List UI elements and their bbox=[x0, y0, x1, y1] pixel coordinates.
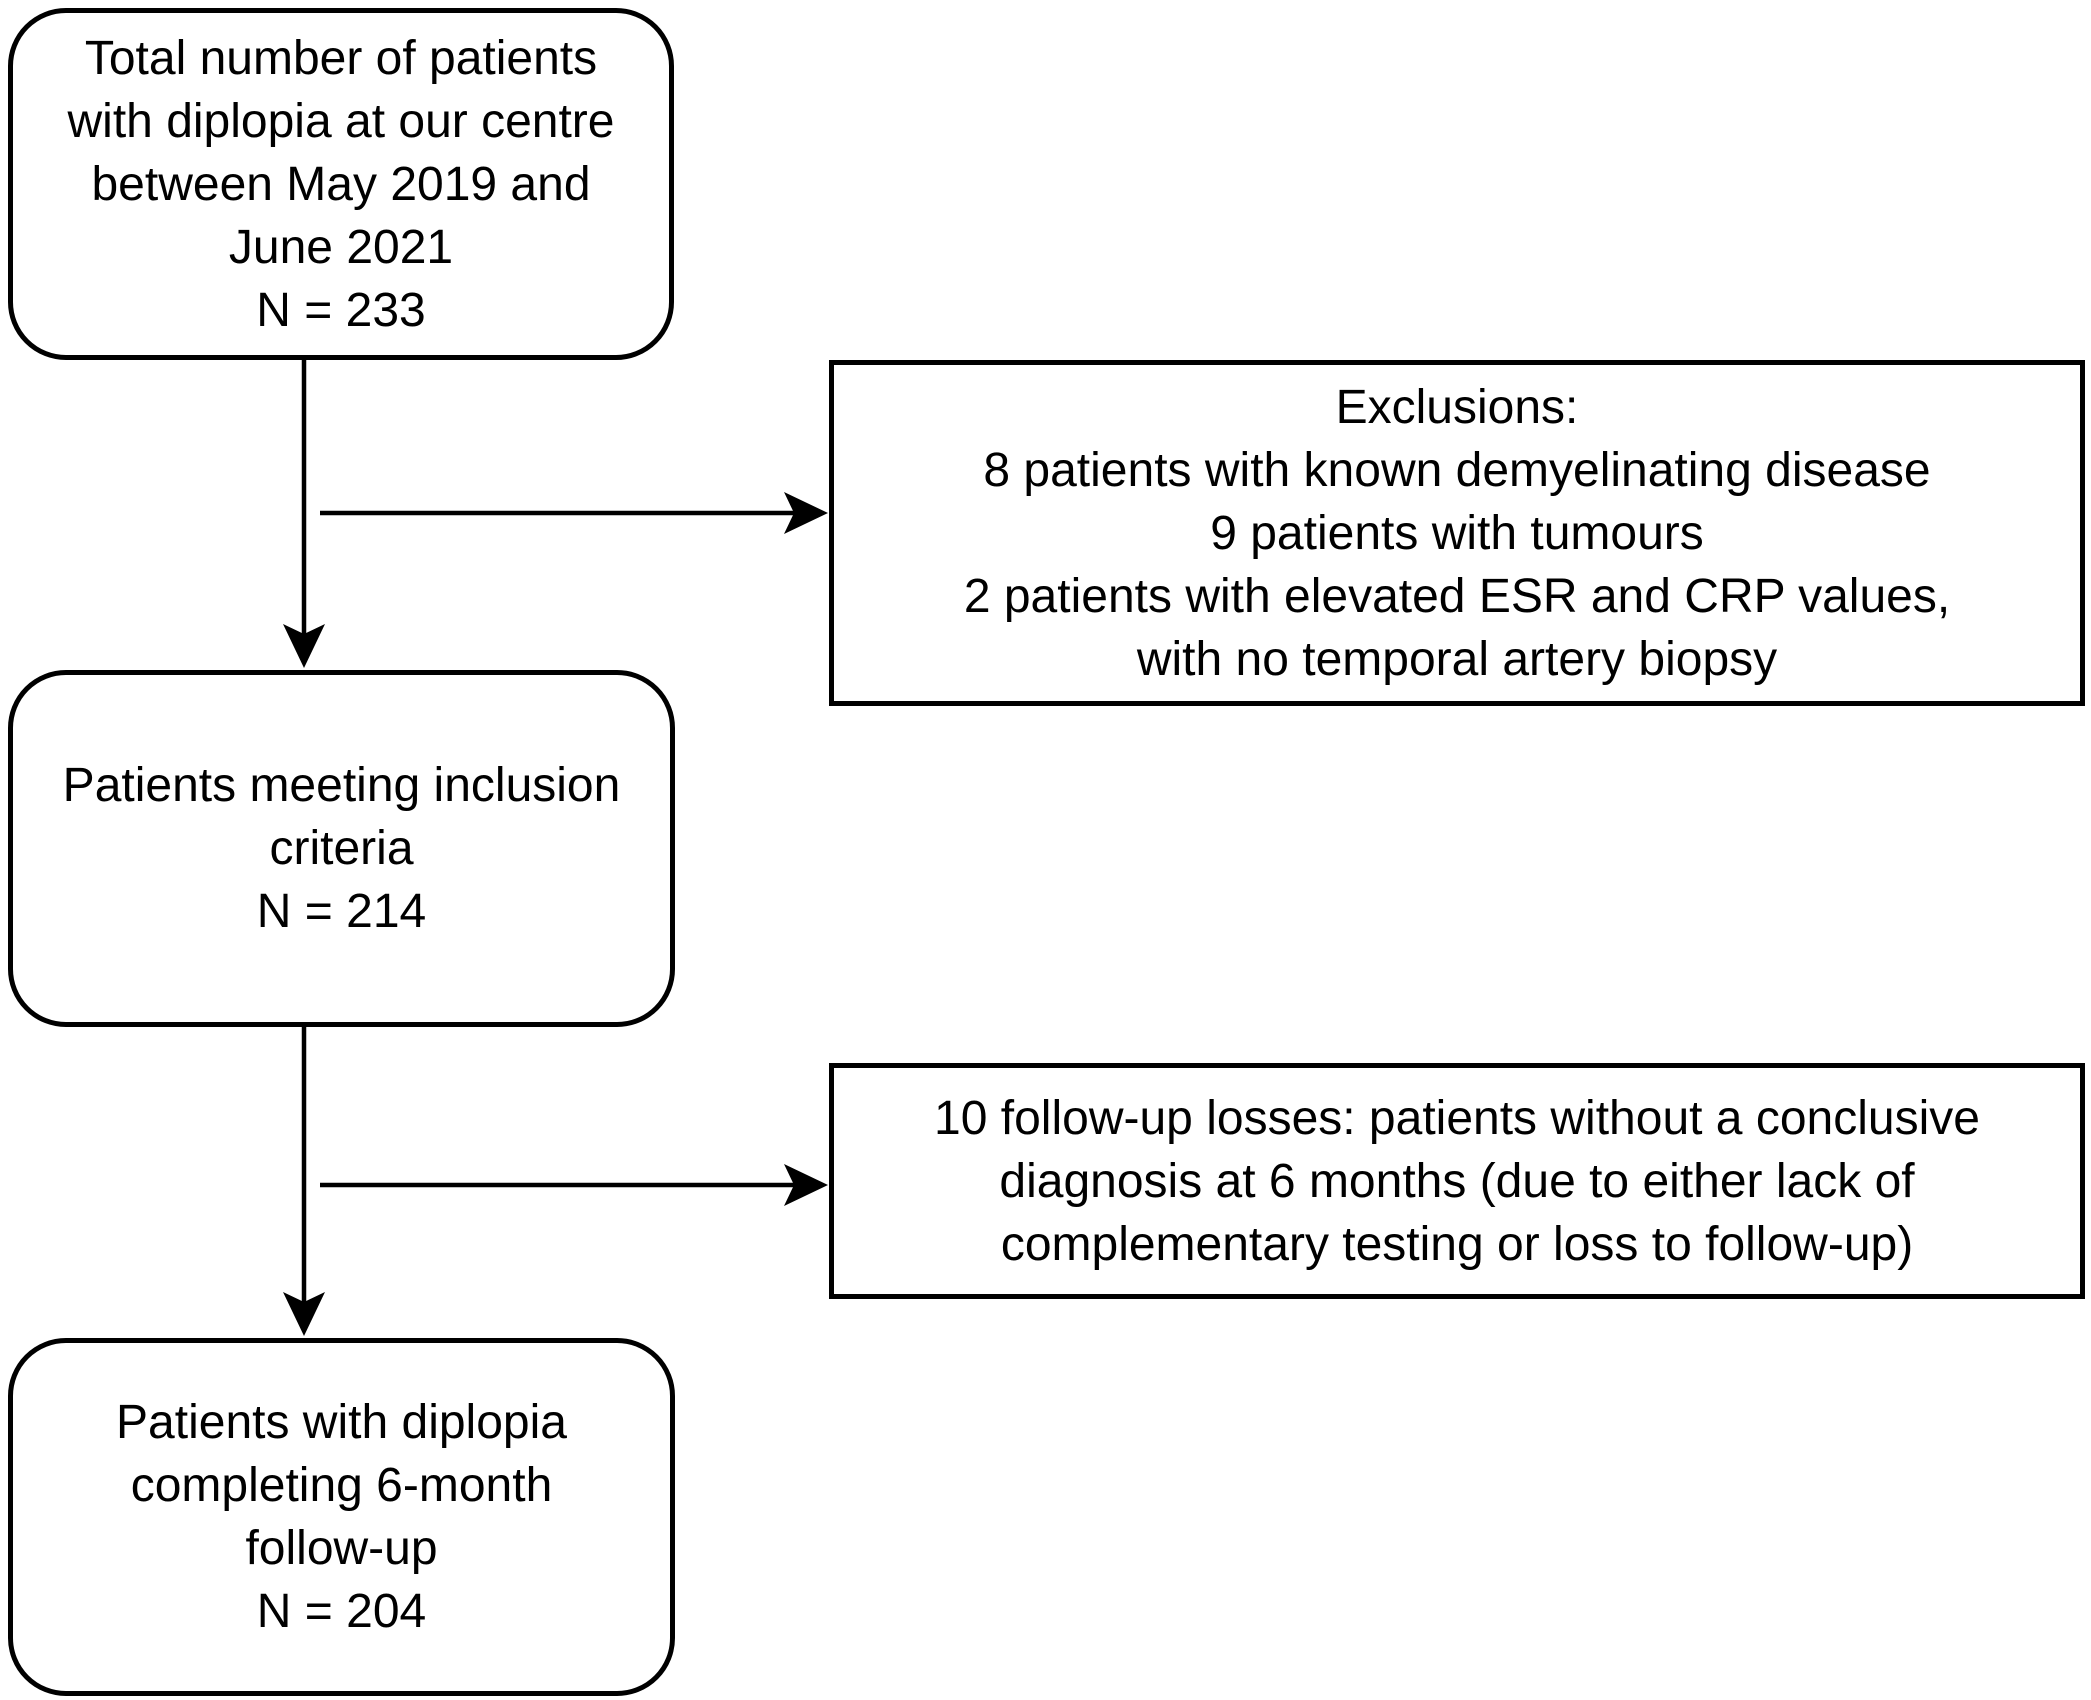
node-total-patients-line: Total number of patients bbox=[84, 31, 598, 85]
node-total-patients-line: between May 2019 and bbox=[91, 157, 591, 211]
node-completed-followup-line: completing 6-month bbox=[130, 1459, 553, 1512]
node-exclusions: Exclusions: 8 patients with known demyel… bbox=[829, 360, 2085, 706]
node-followup-losses: 10 follow-up losses: patients without a … bbox=[829, 1063, 2085, 1299]
node-completed-followup: Patients with diplopia completing 6-mont… bbox=[8, 1338, 675, 1696]
node-inclusion-criteria-line: Patients meeting inclusion bbox=[62, 759, 621, 812]
node-exclusions-title: Exclusions: bbox=[1335, 380, 1579, 434]
node-completed-followup-line: Patients with diplopia bbox=[116, 1396, 567, 1449]
node-inclusion-criteria: Patients meeting inclusion criteria N = … bbox=[8, 670, 675, 1027]
node-completed-followup-line: follow-up bbox=[245, 1522, 438, 1575]
node-followup-losses-line: 10 follow-up losses: patients without a … bbox=[934, 1091, 1980, 1145]
node-exclusions-line: with no temporal artery biopsy bbox=[1136, 632, 1778, 686]
arrow-down-icon bbox=[283, 1292, 325, 1336]
node-exclusions-line: 9 patients with tumours bbox=[1210, 506, 1704, 560]
node-exclusions-line: 2 patients with elevated ESR and CRP val… bbox=[963, 569, 1951, 623]
node-followup-losses-line: diagnosis at 6 months (due to either lac… bbox=[999, 1154, 1915, 1208]
arrow-right-icon bbox=[784, 492, 828, 534]
arrow-right-icon bbox=[784, 1164, 828, 1206]
node-total-patients: Total number of patients with diplopia a… bbox=[8, 8, 674, 360]
node-inclusion-criteria-n-value: N = 214 bbox=[256, 885, 427, 938]
node-total-patients-line: June 2021 bbox=[228, 220, 454, 274]
arrow-down-icon bbox=[283, 624, 325, 668]
node-followup-losses-line: complementary testing or loss to follow-… bbox=[1000, 1217, 1914, 1271]
node-total-patients-line: with diplopia at our centre bbox=[67, 94, 615, 148]
node-exclusions-line: 8 patients with known demyelinating dise… bbox=[983, 443, 1931, 497]
node-completed-followup-n-value: N = 204 bbox=[256, 1585, 427, 1638]
node-total-patients-n-value: N = 233 bbox=[256, 283, 426, 337]
node-inclusion-criteria-line: criteria bbox=[269, 822, 414, 875]
